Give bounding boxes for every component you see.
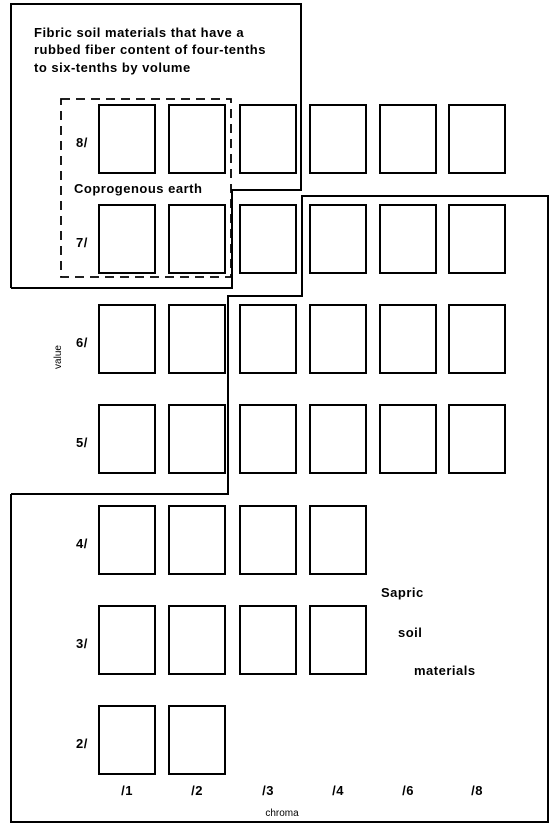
chroma-column-label: /6 [402, 783, 414, 798]
color-chip [98, 204, 156, 274]
sapric-label-line-3: materials [414, 663, 476, 678]
color-chip [168, 705, 226, 775]
value-row-label: 6/ [76, 335, 88, 350]
color-chip [168, 404, 226, 474]
color-chip [98, 605, 156, 675]
color-chip [448, 204, 506, 274]
color-chip [168, 104, 226, 174]
color-chip [168, 505, 226, 575]
color-chip [239, 605, 297, 675]
fibric-region-outline [10, 3, 302, 289]
color-chip [309, 505, 367, 575]
color-chip [239, 505, 297, 575]
color-chip-grid [98, 104, 506, 775]
color-chip [379, 204, 437, 274]
chroma-column-label: /4 [332, 783, 344, 798]
color-chip [168, 304, 226, 374]
value-row-label: 2/ [76, 736, 88, 751]
color-chip [448, 304, 506, 374]
color-chip [309, 304, 367, 374]
sapric-region-outline [10, 195, 549, 823]
value-row-label: 7/ [76, 235, 88, 250]
color-chip [309, 204, 367, 274]
color-chip [239, 104, 297, 174]
color-chip [309, 605, 367, 675]
fibric-label-line-3: to six-tenths by volume [34, 60, 191, 75]
sapric-label-line-2: soil [398, 625, 422, 640]
color-chip [448, 404, 506, 474]
value-row-label: 5/ [76, 435, 88, 450]
color-chip [98, 404, 156, 474]
color-chip [239, 204, 297, 274]
coprogenous-region-outline [60, 98, 232, 278]
color-chip [379, 104, 437, 174]
chroma-column-label: /2 [191, 783, 203, 798]
color-chip [239, 304, 297, 374]
chroma-column-label: /8 [471, 783, 483, 798]
color-chip [309, 404, 367, 474]
value-row-label: 8/ [76, 135, 88, 150]
y-axis-label: value [53, 345, 64, 369]
color-chip [98, 705, 156, 775]
chroma-column-label: /1 [121, 783, 133, 798]
color-chip [239, 404, 297, 474]
coprogenous-label: Coprogenous earth [74, 181, 202, 196]
chroma-column-label: /3 [262, 783, 274, 798]
color-chip [168, 204, 226, 274]
value-row-label: 4/ [76, 536, 88, 551]
fibric-label-line-2: rubbed fiber content of four-tenths [34, 42, 266, 57]
fibric-label-line-1: Fibric soil materials that have a [34, 25, 244, 40]
x-axis-label: chroma [265, 808, 299, 819]
value-row-labels: 8/7/6/5/4/3/2/ [76, 135, 88, 751]
value-row-label: 3/ [76, 636, 88, 651]
sapric-label-line-1: Sapric [381, 585, 424, 600]
color-chip [168, 605, 226, 675]
color-chip [309, 104, 367, 174]
color-chip [379, 304, 437, 374]
color-chip [98, 505, 156, 575]
color-chip [98, 304, 156, 374]
color-chip [379, 404, 437, 474]
color-chip [448, 104, 506, 174]
chroma-column-labels: /1/2/3/4/6/8 [121, 783, 483, 798]
color-chip [98, 104, 156, 174]
